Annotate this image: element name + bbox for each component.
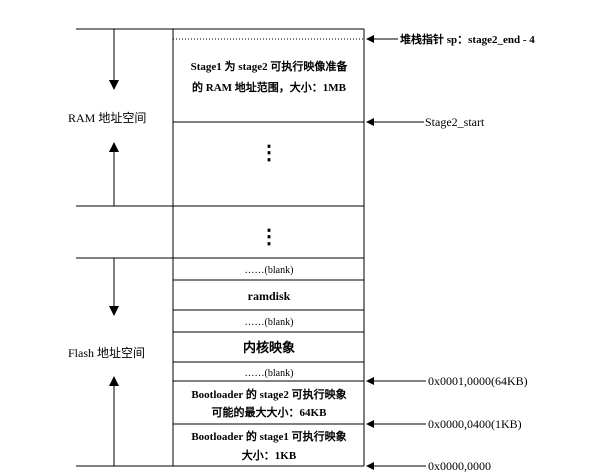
- boot-stage1-line1: Bootloader 的 stage1 可执行映象: [191, 429, 346, 443]
- addr-64k-label: 0x0001,0000(64KB): [428, 374, 528, 388]
- flash-ramdisk: ramdisk: [248, 289, 291, 303]
- addr-1k-label: 0x0000,0400(1KB): [428, 417, 522, 431]
- ram-stage2-area-line1: Stage1 为 stage2 可执行映像准备: [191, 59, 349, 73]
- flash-region-label: Flash 地址空间: [68, 346, 145, 360]
- flash-up-arrow-head: [109, 376, 119, 386]
- boot-stage2-line2: 可能的最大大小：64KB: [212, 405, 328, 419]
- boot-stage2-line1: Bootloader 的 stage2 可执行映象: [191, 387, 346, 401]
- addr-0-arrow-head: [366, 462, 374, 470]
- boot-stage1-line2: 大小：1KB: [242, 448, 297, 462]
- flash-blank-1: ……(blank): [245, 265, 294, 276]
- stack-pointer-label: 堆栈指针 sp：stage2_end - 4: [400, 32, 535, 46]
- ram-up-arrow-head: [109, 142, 119, 152]
- addr-0-label: 0x0000,0000: [428, 459, 491, 473]
- flash-down-arrow-head: [109, 306, 119, 316]
- ram-region-label: RAM 地址空间: [68, 111, 146, 125]
- ram-lower-ellipsis: ⋮: [259, 226, 279, 248]
- addr-64k-arrow-head: [366, 377, 374, 385]
- ram-upper-ellipsis: ⋮: [259, 142, 279, 164]
- addr-1k-arrow-head: [366, 420, 374, 428]
- flash-blank-3: ……(blank): [245, 368, 294, 379]
- flash-kernel-image: 内核映象: [243, 340, 295, 355]
- stack-pointer-arrow-head: [366, 35, 374, 43]
- stage2-start-arrow-head: [366, 118, 374, 126]
- ram-down-arrow-head: [109, 80, 119, 90]
- stage2-start-label: Stage2_start: [425, 115, 485, 129]
- flash-blank-2: ……(blank): [245, 317, 294, 328]
- ram-stage2-area-line2: 的 RAM 地址范围，大小：1MB: [192, 80, 347, 94]
